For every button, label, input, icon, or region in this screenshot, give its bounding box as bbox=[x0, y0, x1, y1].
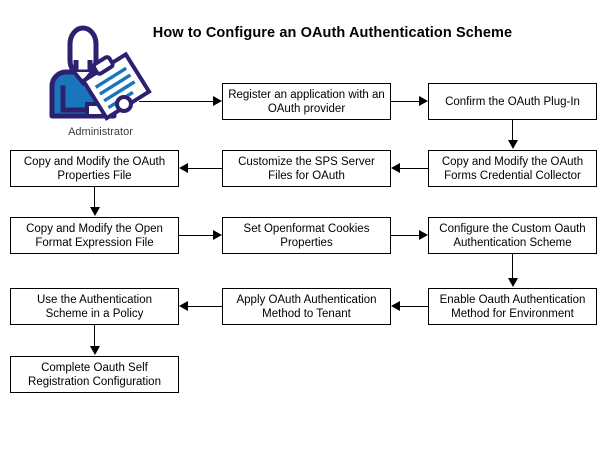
node-copy-modify-properties-file[interactable]: Copy and Modify the OAuth Properties Fil… bbox=[10, 150, 179, 187]
edge-use-policy-to-complete-registration bbox=[93, 325, 96, 348]
edge-properties-file-to-expression-file-arrowhead bbox=[89, 207, 100, 216]
page-title-text: How to Configure an OAuth Authentication… bbox=[152, 25, 513, 41]
node-complete-self-registration[interactable]: Complete Oauth Self Registration Configu… bbox=[10, 356, 179, 393]
node-use-scheme-in-policy[interactable]: Use the Authentication Scheme in a Polic… bbox=[10, 288, 179, 325]
edge-configure-scheme-to-enable-method-arrowhead bbox=[507, 278, 518, 287]
page-title: How to Configure an OAuth Authentication… bbox=[0, 25, 605, 41]
edge-administrator-to-register-arrowhead bbox=[213, 96, 222, 106]
edge-customize-to-properties-file-arrowhead bbox=[179, 163, 188, 173]
edge-cookies-to-configure-scheme bbox=[391, 234, 419, 236]
node-copy-modify-forms-collector[interactable]: Copy and Modify the OAuth Forms Credenti… bbox=[428, 150, 597, 187]
edge-register-to-confirm-arrowhead bbox=[419, 96, 428, 106]
node-copy-modify-expression-file[interactable]: Copy and Modify the Open Format Expressi… bbox=[10, 217, 179, 254]
administrator-label: Administrator bbox=[68, 126, 133, 138]
edge-use-policy-to-complete-registration-arrowhead bbox=[89, 346, 100, 355]
node-set-openformat-cookies[interactable]: Set Openformat Cookies Properties bbox=[222, 217, 391, 254]
node-confirm-oauth-plugin[interactable]: Confirm the OAuth Plug-In bbox=[428, 83, 597, 120]
edge-enable-method-to-apply-tenant-arrowhead bbox=[391, 301, 400, 311]
edge-confirm-to-forms-collector bbox=[511, 120, 514, 142]
edge-properties-file-to-expression-file bbox=[93, 187, 96, 209]
node-enable-oauth-method[interactable]: Enable Oauth Authentication Method for E… bbox=[428, 288, 597, 325]
edge-forms-collector-to-customize-arrowhead bbox=[391, 163, 400, 173]
edge-cookies-to-configure-scheme-arrowhead bbox=[419, 230, 428, 240]
administrator-actor: Administrator bbox=[38, 16, 158, 146]
edge-administrator-to-register bbox=[139, 100, 214, 102]
node-customize-sps-server-files[interactable]: Customize the SPS Server Files for OAuth bbox=[222, 150, 391, 187]
node-configure-custom-scheme[interactable]: Configure the Custom Oauth Authenticatio… bbox=[428, 217, 597, 254]
edge-apply-tenant-to-use-policy bbox=[188, 305, 222, 307]
edge-forms-collector-to-customize bbox=[400, 167, 428, 169]
edge-expression-file-to-cookies-arrowhead bbox=[213, 230, 222, 240]
edge-enable-method-to-apply-tenant bbox=[400, 305, 428, 307]
administrator-person-with-clipboard-icon bbox=[49, 25, 152, 121]
node-register-application[interactable]: Register an application with an OAuth pr… bbox=[222, 83, 391, 120]
node-apply-oauth-method-tenant[interactable]: Apply OAuth Authentication Method to Ten… bbox=[222, 288, 391, 325]
edge-register-to-confirm bbox=[391, 100, 419, 102]
edge-configure-scheme-to-enable-method bbox=[511, 254, 514, 280]
edge-apply-tenant-to-use-policy-arrowhead bbox=[179, 301, 188, 311]
edge-confirm-to-forms-collector-arrowhead bbox=[507, 140, 518, 149]
edge-expression-file-to-cookies bbox=[179, 234, 214, 236]
edge-customize-to-properties-file bbox=[188, 167, 222, 169]
